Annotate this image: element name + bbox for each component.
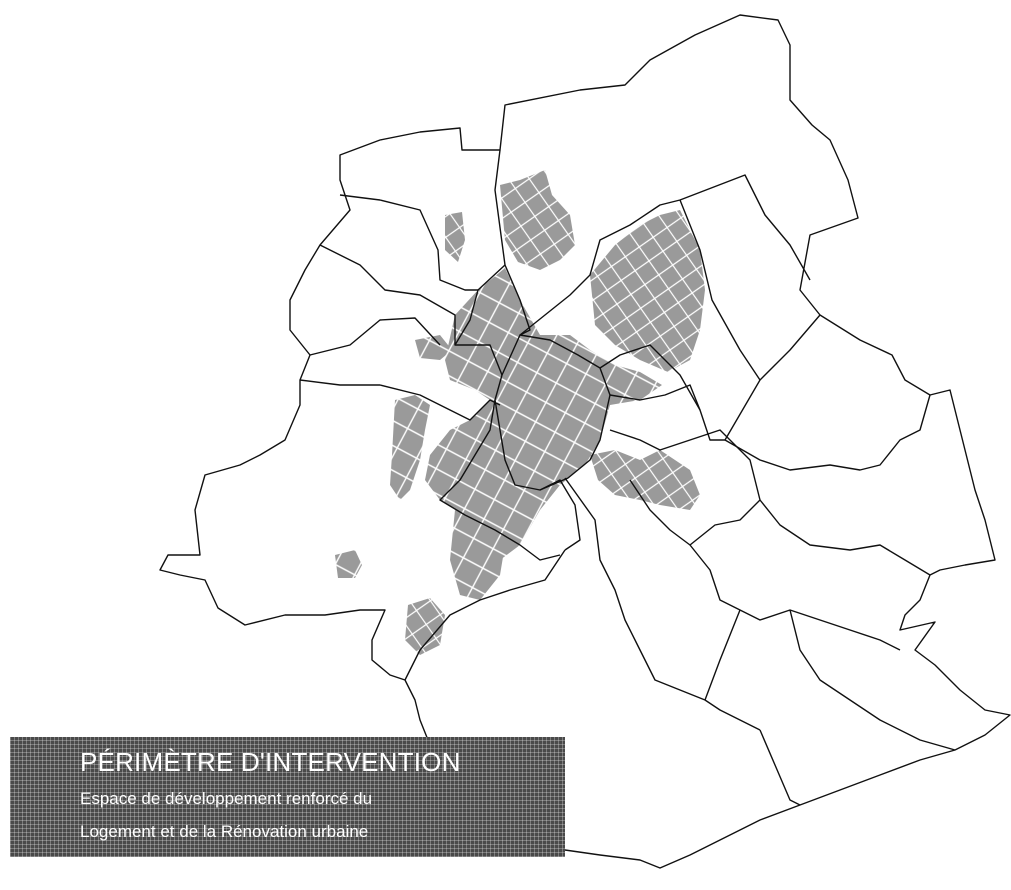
region-outline — [159, 14, 1011, 869]
urban-zone-south — [450, 510, 505, 600]
municipal-boundaries — [159, 14, 1011, 869]
urban-zone-northeast — [590, 210, 705, 372]
legend-title: PÉRIMÈTRE D'INTERVENTION — [80, 747, 461, 777]
boundary-w-1 — [319, 244, 503, 376]
boundary-se-3 — [704, 609, 741, 701]
legend-line-1: Espace de développement renforcé du — [80, 789, 373, 808]
boundary-w-3 — [299, 379, 501, 421]
boundary-s-1 — [539, 479, 581, 551]
urban-zone-east — [590, 450, 700, 510]
boundary-e-1 — [599, 314, 821, 441]
boundary-center-pentagon — [494, 334, 611, 491]
urban-zone-northwest — [445, 212, 465, 262]
urban-zone-north — [500, 170, 575, 270]
boundary-se-4 — [789, 609, 956, 751]
urban-zone-west — [390, 395, 430, 500]
legend-box: PÉRIMÈTRE D'INTERVENTION Espace de dével… — [10, 737, 565, 857]
boundary-sw-1 — [439, 399, 561, 561]
boundary-se-1 — [759, 499, 931, 576]
urban-zone-southwest — [405, 598, 445, 655]
boundary-nw-1 — [454, 289, 479, 346]
boundary-e-3 — [609, 429, 761, 546]
urban-zone-far-west — [335, 550, 362, 578]
intervention-zones — [335, 170, 705, 655]
boundary-n-1 — [494, 149, 506, 266]
urban-zone-left — [415, 335, 452, 360]
boundary-s-2 — [564, 477, 761, 731]
boundary-ne-2 — [679, 199, 761, 381]
boundary-s-4 — [759, 729, 801, 806]
boundary-nw-2 — [339, 194, 478, 291]
urban-zone-center — [425, 268, 662, 560]
boundary-e-2 — [609, 384, 701, 411]
legend-line-2: Logement et de la Rénovation urbaine — [80, 822, 369, 841]
boundary-s-3 — [404, 549, 566, 681]
boundary-e-4 — [724, 394, 931, 471]
boundary-ne-1 — [519, 174, 811, 336]
boundary-north-inner — [477, 264, 531, 336]
boundary-se-2 — [689, 544, 901, 651]
boundary-w-2 — [309, 317, 441, 356]
